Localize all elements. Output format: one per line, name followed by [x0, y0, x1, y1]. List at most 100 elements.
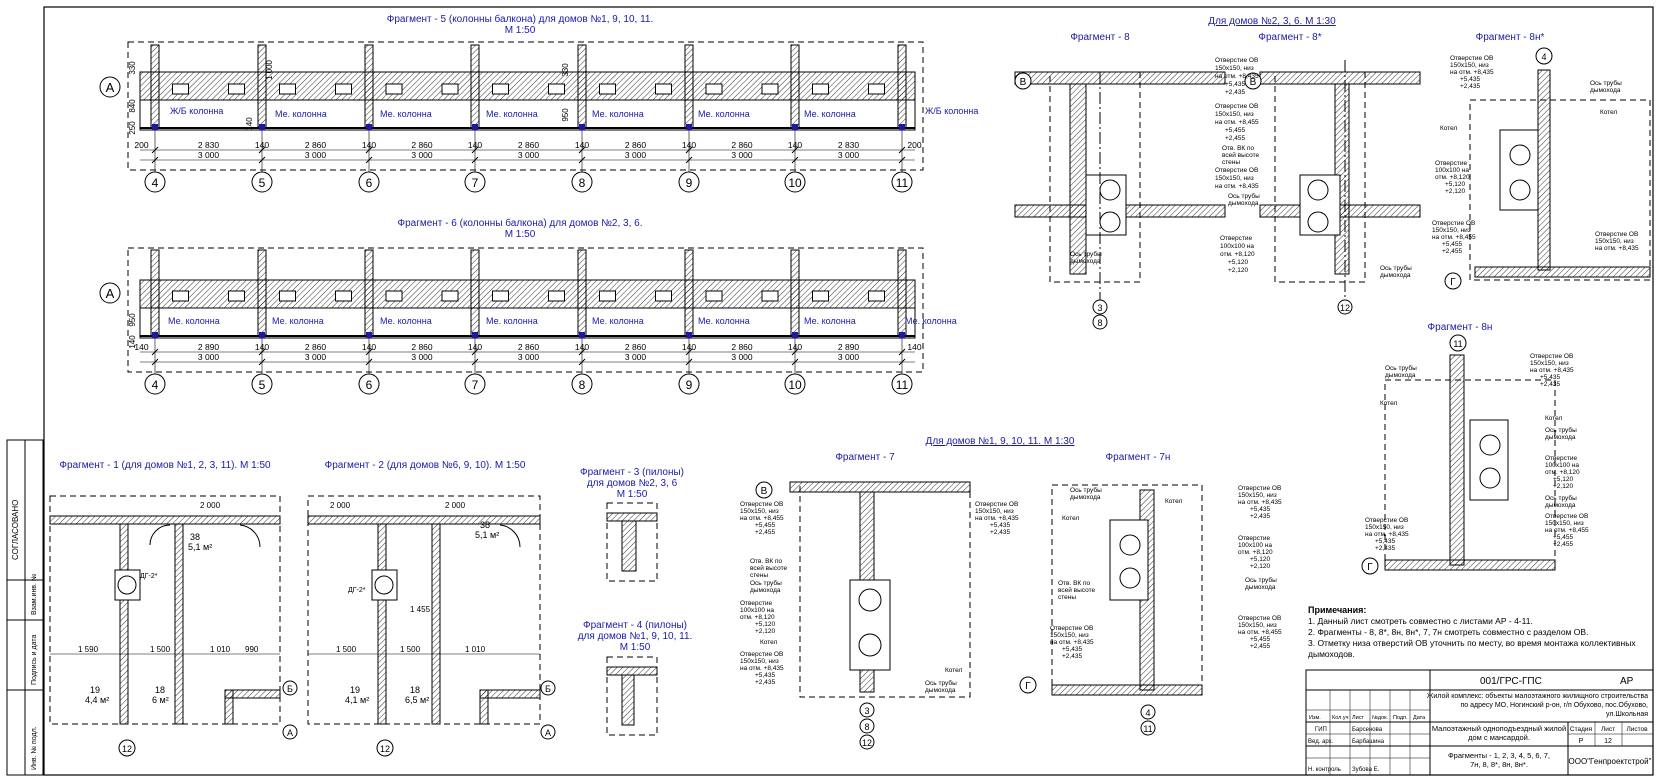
f5-grid-bubble-7 — [891, 171, 913, 193]
row-a-bubble — [99, 76, 121, 98]
f7n-ov100-0: Отверстие — [1238, 535, 1271, 542]
f6-tick-top-7 — [898, 348, 906, 356]
grid-12-bubble-b — [859, 734, 875, 750]
f7n-ov100-2: отм. +8,120 — [1238, 549, 1273, 556]
f6-tick-top-4 — [578, 348, 586, 356]
f7-ov2-1: 150х150, низ — [740, 658, 779, 665]
f6-window-0-0 — [172, 290, 189, 302]
f7n-ov2-2: на отм. +8,455 — [1238, 629, 1282, 636]
callout-ov-2-4: +2,455 — [1225, 135, 1245, 142]
f6-grid-bubble-7 — [891, 373, 913, 395]
frag8s-title: Фрагмент - 8* — [1258, 32, 1321, 43]
f5-column-2 — [366, 124, 372, 130]
f1-room-18-area: 6 м² — [152, 695, 169, 705]
frag6-label-5: Ме. колонна — [698, 316, 750, 326]
f5-window-2-1 — [441, 83, 459, 95]
f7n-ov2-4: +2,455 — [1250, 643, 1270, 650]
f8n-chim2-0: Ось трубы — [1545, 426, 1577, 434]
callout-8ns-ov100-2: отм. +8,120 — [1435, 174, 1470, 181]
f7-ov-4: +2,455 — [755, 529, 775, 536]
row-g-label-2: Г — [1367, 562, 1373, 573]
f6-column-5 — [686, 332, 692, 338]
f7n-ov3-3: +5,435 — [1062, 646, 1082, 653]
callout-8ns-ov3-2: на отм. +8,435 — [1595, 245, 1639, 252]
callout-8ns-ov100-3: +5,120 — [1445, 181, 1465, 188]
callout-8ns-ov-3: +5,435 — [1460, 76, 1480, 83]
f6-tick-top-6 — [791, 348, 799, 356]
f5-grid-bubble-4 — [571, 171, 593, 193]
f5-total-4: 3 000 — [625, 150, 647, 160]
f6-window-6-1 — [868, 290, 885, 302]
grid-12-label-d: 12 — [380, 744, 390, 754]
callout-ov-3-1: 150х150, низ — [1215, 175, 1254, 182]
f7-ov2-2: на отм. +8,435 — [740, 665, 784, 672]
f5-tick-bottom-6 — [791, 156, 799, 164]
sheet-frame — [43, 6, 1654, 776]
f6-window-4-0 — [599, 290, 616, 302]
f8n-ov-4: +2,435 — [1540, 381, 1560, 388]
f6-window-2-0 — [385, 290, 403, 302]
callout-8ns-ov3-0: Отверстие ОВ — [1595, 231, 1638, 238]
f5-tick-top-0 — [151, 146, 159, 154]
f5-dim-6: 140 — [468, 140, 482, 150]
callout-8ns-ov2-1: 150х150, низ — [1432, 227, 1471, 234]
f5-dim-7: 2 860 — [518, 140, 540, 150]
f6-dim-9: 2 860 — [625, 342, 647, 352]
f7-ov2-0: Отверстие ОВ — [740, 651, 783, 658]
f1-dim-5: 2 000 — [200, 501, 221, 510]
f5-column-3 — [472, 124, 478, 130]
callout-8ns-ov-0: Отверстие ОВ — [1450, 55, 1493, 62]
f5-column-0 — [152, 124, 158, 130]
frag5-label-2: Ме. колонна — [380, 109, 432, 119]
f6-grid-bubble-1 — [251, 373, 273, 395]
stamp-sheet-hdr: Лист — [1601, 726, 1615, 733]
grid-11-bubble — [1449, 334, 1467, 352]
f6-dim-5: 2 860 — [411, 342, 433, 352]
f7-ov100-2: отм. +8,120 — [740, 614, 775, 621]
f2-room-18-num: 18 — [410, 685, 420, 695]
f5-grid-label-2: 6 — [366, 176, 373, 190]
f6-column-7 — [899, 332, 905, 338]
frag6-label-6: Ме. колонна — [804, 316, 856, 326]
f5-total-3: 3 000 — [518, 150, 540, 160]
f6-window-6-0 — [812, 290, 829, 302]
f8n-ov-2: на отм. +8,435 — [1530, 367, 1574, 374]
svg-text:4: 4 — [1145, 708, 1150, 718]
frag6-label-4: Ме. колонна — [592, 316, 644, 326]
frag8n-title: Фрагмент - 8н — [1428, 322, 1493, 333]
f5-window-1-0 — [279, 83, 296, 95]
f7n-chim2-0: Ось трубы — [1245, 576, 1277, 584]
f7n-ov100-3: +5,120 — [1250, 556, 1270, 563]
grid-11-bubble-b — [1140, 720, 1156, 736]
f5-dim-0: 200 — [134, 140, 148, 150]
stamp-name-1: Барбашина — [1352, 739, 1385, 745]
frag6-label-7: Ме. колонна — [905, 316, 957, 326]
f8n-ov2-2: на отм. +8,455 — [1545, 527, 1589, 534]
f7-boiler-2: Котел — [945, 667, 963, 674]
fragment-1: Фрагмент - 1 (для домов №1, 2, 3, 11). М… — [49, 460, 298, 757]
row-a-label-4: А — [545, 728, 551, 738]
f7-chim2-0: Ось трубы — [925, 679, 957, 687]
frag6-title: Фрагмент - 6 (колонны балкона) для домов… — [397, 217, 642, 229]
f6-column-4 — [579, 332, 585, 338]
f5-window-0-1 — [228, 83, 245, 95]
frag3-l3: М 1:50 — [617, 489, 648, 500]
f7n-ov2-1: 150х150, низ — [1238, 622, 1277, 629]
f7n-chim-0: Ось трубы — [1070, 486, 1102, 494]
callout-ov100-1-0: Отверстие — [1220, 235, 1253, 242]
fragment-2: Фрагмент - 2 (для домов №6, 9, 10). М 1:… — [307, 460, 556, 757]
f6-vdim-1: 140 — [128, 335, 137, 349]
f7n-ov3-4: +2,435 — [1062, 653, 1082, 660]
f1-room-19-area: 4,4 м² — [85, 695, 109, 705]
f6-dim-6: 140 — [468, 342, 482, 352]
row-v-label-1: В — [1020, 77, 1027, 88]
callout-ov-1-0: Отверстие ОВ — [1215, 57, 1258, 64]
stamp-stage-code: АР — [1620, 676, 1634, 687]
f1-room-19-num: 19 — [90, 685, 100, 695]
f8n-chim3-0: Ось трубы — [1545, 494, 1577, 502]
f5-grid-bubble-1 — [251, 171, 273, 193]
f1-dim-0: 1 590 — [78, 645, 99, 654]
f7n-ov-3: +5,435 — [1250, 506, 1270, 513]
